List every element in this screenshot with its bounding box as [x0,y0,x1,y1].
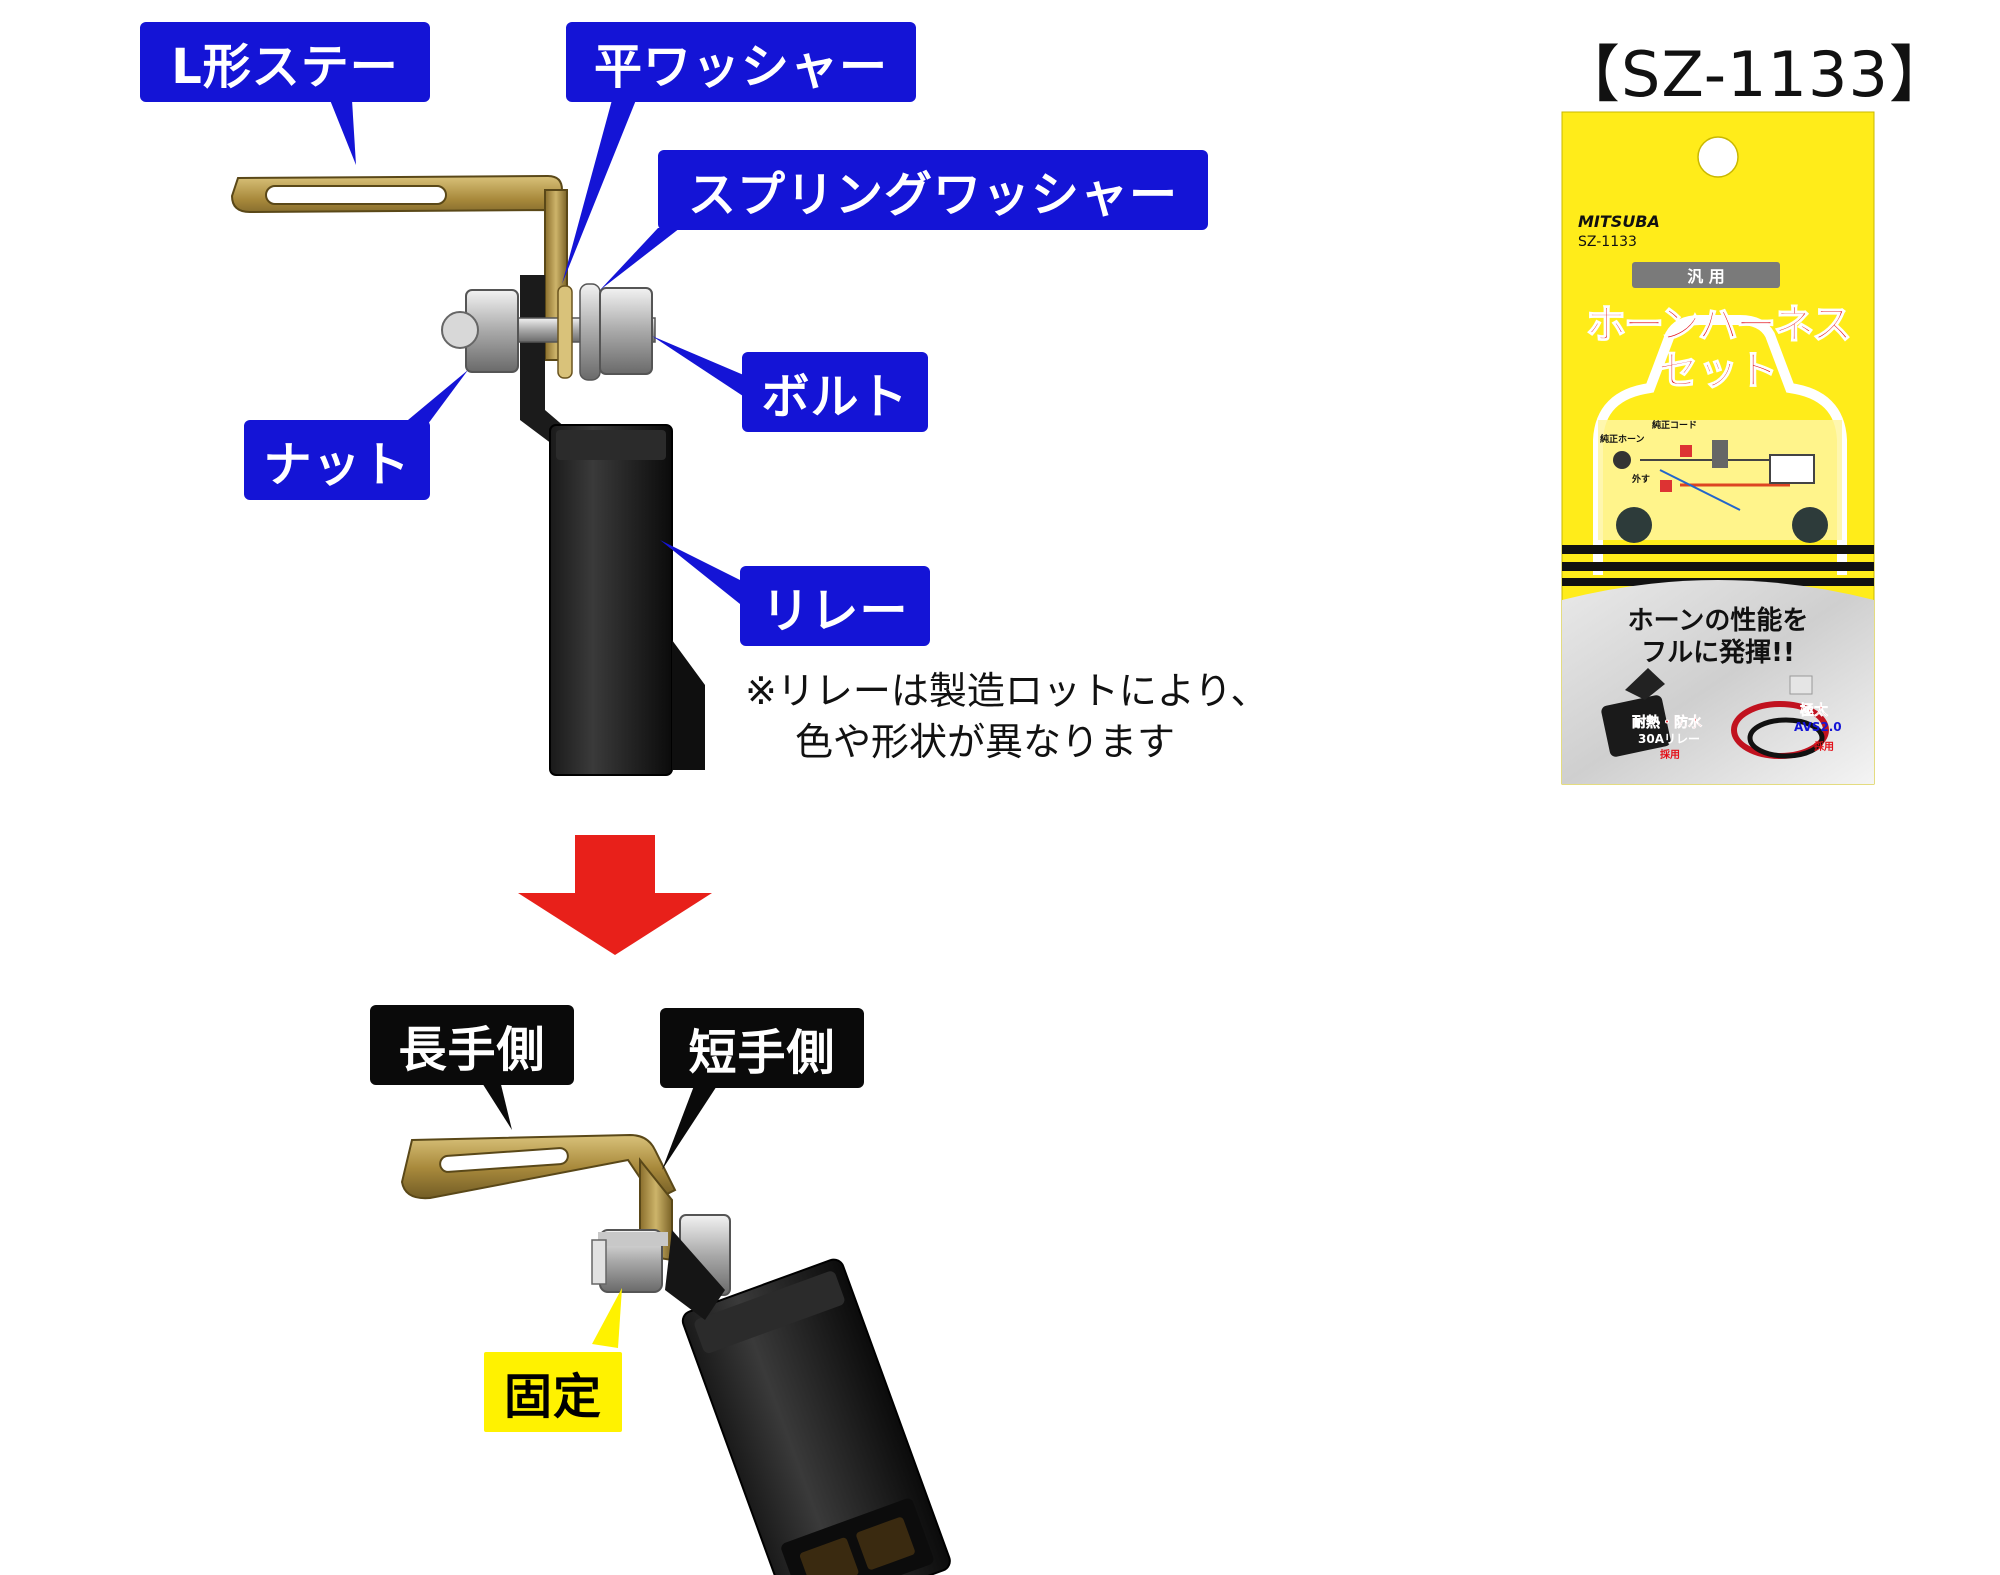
relay-note-line2: 色や形状が異なります [795,720,1176,765]
down-arrow [518,835,712,955]
top-callout-pointers [330,100,746,604]
label-relay: リレー [740,566,930,646]
model-title: 【SZ-1133】 [1558,38,1952,111]
package-feature1-line3: 採用 [1660,750,1680,761]
package-feature2-line3: 採用 [1814,742,1834,753]
package-feature1-line1: 耐熱・防水 [1632,715,1703,732]
label-flat-washer: 平ワッシャー [566,22,916,102]
label-spring-washer: スプリングワッシャー [658,150,1208,230]
package-product-line2: セット [1657,347,1779,395]
relay-note: ※リレーは製造ロットにより、 色や形状が異なります [745,666,1269,769]
label-nut: ナット [244,420,430,500]
package-slogan-line2: フルに発揮!! [1641,638,1795,668]
label-l-stay: L形ステー [140,22,430,102]
package-product-line1: ホーンハーネス [1585,301,1853,349]
package-image [1561,111,1875,785]
package-tag-background [1632,262,1780,288]
package-diagram-horn: 純正ホーン [1600,435,1645,445]
package-brand: MITSUBA [1578,212,1660,231]
package-diagram-cord: 純正コード [1652,421,1698,431]
package-feature1-line2: 30Aリレー [1638,732,1700,746]
label-bolt: ボルト [742,352,928,432]
package-feature2-line2: AVS2.0 [1794,720,1842,734]
top-assembly-photo [230,174,705,776]
package-diagram-remove: 外す [1632,475,1651,485]
package-slogan-line1: ホーンの性能を [1627,606,1809,636]
package-tag: 汎 用 [1687,267,1725,286]
label-long-side: 長手側 [370,1005,574,1085]
package-model: SZ-1133 [1578,234,1637,250]
bottom-assembly-photo [400,1133,951,1575]
label-fixed: 固定 [484,1352,622,1432]
relay-note-line1: ※リレーは製造ロットにより、 [745,669,1269,713]
package-feature2-line1: 極太 [1800,703,1829,720]
label-short-side: 短手側 [660,1008,864,1088]
